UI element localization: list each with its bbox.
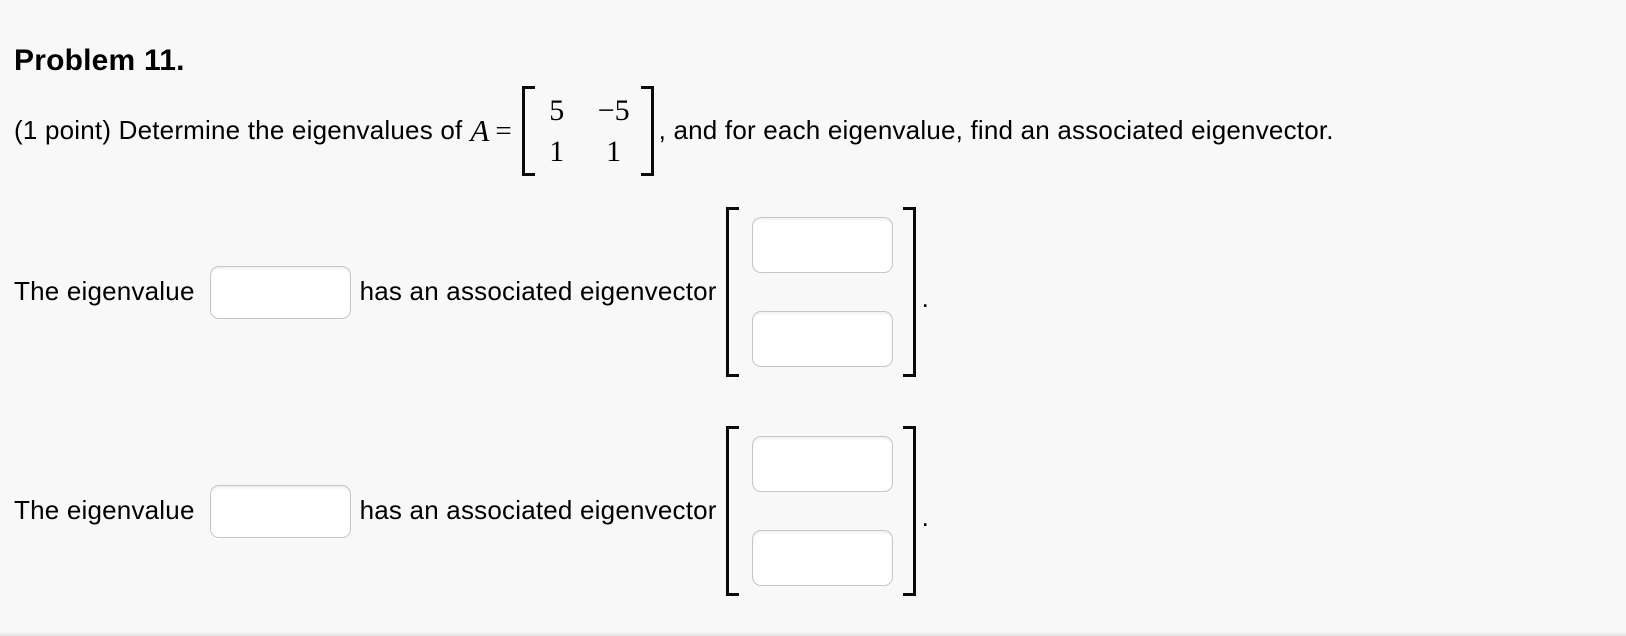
matrix-symbol: A (470, 113, 490, 148)
eigenvalue-label-1: The eigenvalue (14, 276, 195, 307)
answer-row-2: The eigenvalue has an associated eigenve… (14, 426, 929, 596)
problem-statement: (1 point) Determine the eigenvalues of A… (14, 86, 1334, 176)
eigenvector-2-component-2[interactable] (751, 530, 893, 586)
equals-sign: = (495, 114, 512, 147)
right-bracket (902, 207, 916, 377)
eigenvector-1-component-2[interactable] (751, 311, 893, 367)
left-bracket (725, 207, 739, 377)
eigenvector-2-component-1[interactable] (751, 436, 893, 492)
matrix-entries: 5 −5 1 1 (535, 90, 641, 172)
coefficient-matrix: 5 −5 1 1 (521, 86, 654, 176)
eigenvector-2-entries (751, 433, 893, 589)
left-bracket (521, 86, 535, 176)
right-bracket (640, 86, 654, 176)
left-bracket (725, 426, 739, 596)
right-bracket (902, 426, 916, 596)
page-bottom-edge (0, 632, 1626, 636)
eigenvalue-input-1[interactable] (209, 265, 351, 319)
eigenvector-label-1: has an associated eigenvector (359, 276, 717, 307)
eigenvector-2 (725, 426, 916, 596)
sentence-period-1: . (921, 282, 929, 313)
statement-prefix: (1 point) Determine the eigenvalues of (14, 115, 463, 146)
eigenvector-label-2: has an associated eigenvector (359, 495, 717, 526)
eigenvector-1-entries (751, 214, 893, 370)
answer-row-1: The eigenvalue has an associated eigenve… (14, 207, 929, 377)
eigenvalue-label-2: The eigenvalue (14, 495, 195, 526)
eigenvector-1 (725, 207, 916, 377)
problem-title: Problem 11. (14, 44, 185, 78)
eigenvalue-input-2[interactable] (209, 484, 351, 538)
matrix-cell-1-1: 5 (549, 93, 565, 127)
eigenvector-1-component-1[interactable] (751, 217, 893, 273)
statement-suffix: , and for each eigenvalue, find an assoc… (658, 115, 1334, 146)
sentence-period-2: . (921, 501, 929, 532)
matrix-cell-1-2: −5 (597, 93, 630, 127)
matrix-cell-2-2: 1 (606, 134, 622, 168)
matrix-cell-2-1: 1 (549, 134, 565, 168)
